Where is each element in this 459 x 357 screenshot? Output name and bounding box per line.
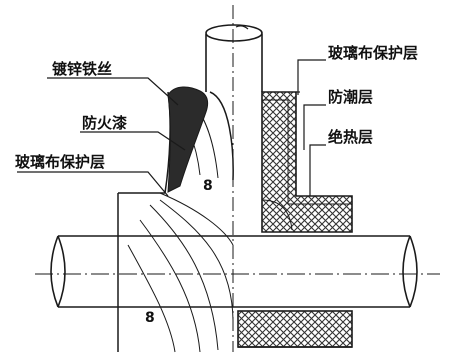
label-fireproof-paint: 防火漆: [82, 114, 127, 132]
label-glass-cloth-right: 玻璃布保护层: [328, 44, 418, 62]
label-moisture-layer: 防潮层: [328, 88, 373, 106]
bottom-insulation: [237, 310, 353, 348]
main-pipe: [50, 235, 418, 308]
wire-marker-top: 8: [203, 178, 213, 194]
fireproof-paint-layer: [167, 86, 209, 193]
label-galvanized-wire: 镀锌铁丝: [52, 60, 112, 78]
leader-lines: [17, 59, 326, 197]
vertical-pipe: [205, 24, 263, 92]
wire-marker-bottom: 8: [145, 310, 155, 326]
label-insulation-layer: 绝热层: [328, 128, 373, 146]
label-glass-cloth-left: 玻璃布保护层: [15, 153, 105, 171]
right-insulation: [261, 91, 353, 233]
